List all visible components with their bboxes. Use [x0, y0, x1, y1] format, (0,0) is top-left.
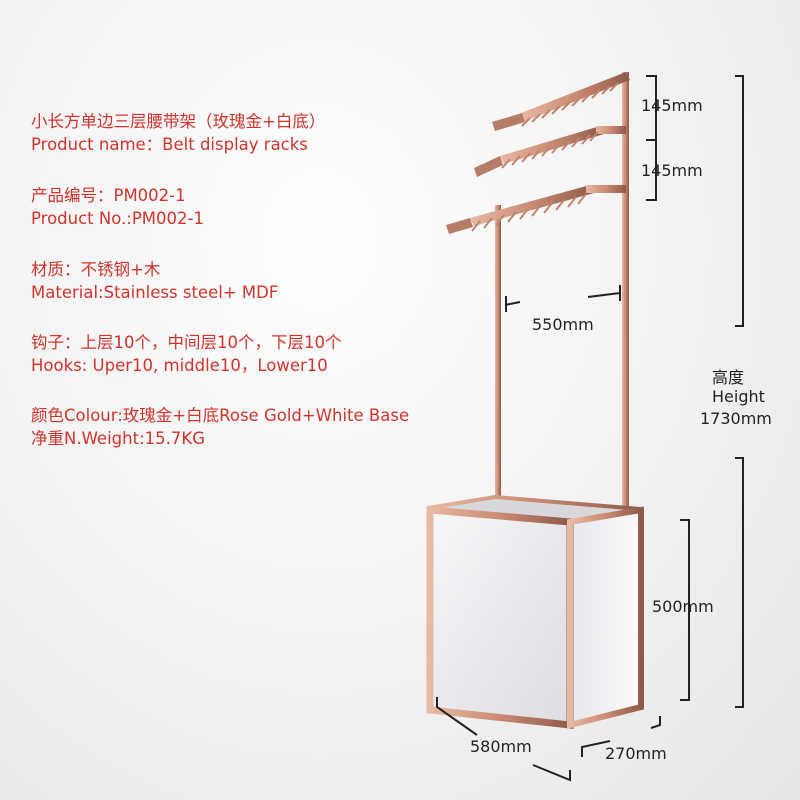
hooks-cn: 钩子：上层10个，中间层10个，下层10个	[31, 333, 342, 352]
product-number-cn: 产品编号：PM002-1	[31, 186, 186, 205]
dimension-tier2: 145mm	[641, 161, 703, 180]
hook-bar-bottom	[446, 185, 626, 234]
dimension-base-length: 580mm	[470, 737, 532, 756]
dimension-tier1: 145mm	[641, 96, 703, 115]
weight-spec: 净重N.Weight:15.7KG	[31, 429, 205, 448]
product-name-en: Product name：Belt display racks	[31, 135, 308, 154]
product-number-en: Product No.:PM002-1	[31, 209, 204, 228]
hook-bar-top	[492, 72, 630, 131]
hook-bar-middle	[474, 126, 626, 177]
base-cabinet	[426, 494, 644, 729]
colour-weight-block: 颜色Colour:玫瑰金+白底Rose Gold+White Base 净重N.…	[31, 404, 409, 450]
hooks-en: Hooks: Uper10, middle10，Lower10	[31, 356, 328, 375]
product-number-block: 产品编号：PM002-1 Product No.:PM002-1	[31, 184, 204, 230]
dimension-lines	[436, 75, 744, 782]
colour-spec: 颜色Colour:玫瑰金+白底Rose Gold+White Base	[31, 406, 410, 425]
spec-block: 小长方单边三层腰带架（玫瑰金+白底） Product name：Belt dis…	[31, 110, 325, 156]
material-en: Material:Stainless steel+ MDF	[31, 283, 279, 302]
dimension-inner-width: 550mm	[532, 315, 594, 334]
hooks-block: 钩子：上层10个，中间层10个，下层10个 Hooks: Uper10, mid…	[31, 331, 342, 377]
product-name-cn: 小长方单边三层腰带架（玫瑰金+白底）	[31, 112, 326, 131]
material-cn: 材质：不锈钢+木	[31, 260, 161, 279]
dimension-base-depth: 270mm	[605, 744, 667, 763]
dimension-height-cn: 高度	[712, 368, 745, 387]
material-block: 材质：不锈钢+木 Material:Stainless steel+ MDF	[31, 258, 278, 304]
dimension-height-en: Height	[712, 387, 765, 406]
upright-posts	[495, 72, 629, 512]
dimension-height-value: 1730mm	[700, 409, 772, 428]
dimension-base-height: 500mm	[652, 597, 714, 616]
